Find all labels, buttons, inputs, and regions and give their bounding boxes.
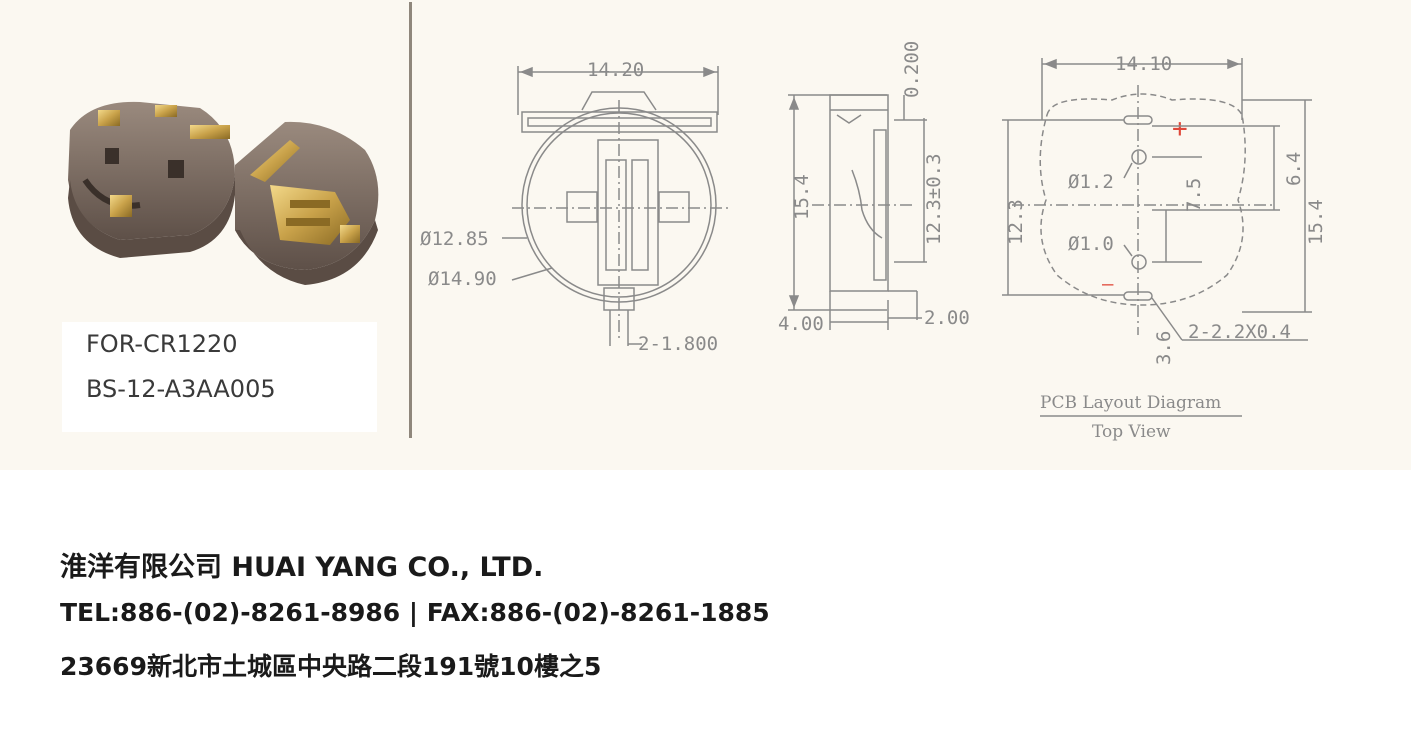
pcb-width-dim: 14.10 [1115,53,1172,75]
company-address: 23669新北市土城區中央路二段191號10樓之5 [60,652,602,681]
product-photo [68,101,379,285]
side-tab-dim: 2.00 [924,307,970,329]
side-thickness-dim: 0.200 [901,41,923,98]
company-name: 淮洋有限公司 HUAI YANG CO., LTD. [60,552,544,583]
side-height-dim: 15.4 [791,174,813,220]
front-view: 14.20 2-1.800 Ø12.85 Ø14.90 [420,59,732,355]
pcb-bottom-dim: 3.6 [1153,331,1175,365]
technical-drawing: 14.20 2-1.800 Ø12.85 Ø14.90 15.4 [420,41,1327,442]
pcb-7-5-dim: 7.5 [1183,178,1205,212]
side-view: 15.4 4.00 2.00 0.200 12.3±0.3 [778,41,970,335]
divider [409,2,412,438]
pcb-minus-sign: — [1102,273,1114,295]
front-pin-dim: 2-1.800 [638,333,718,355]
pcb-left-height-dim: 12.3 [1005,199,1027,245]
pcb-hole1-dim: Ø1.2 [1068,171,1114,193]
holder-bottom-view [68,101,235,258]
pcb-plus-sign: + [1172,114,1188,144]
pcb-layout: 14.10 + — Ø1.2 Ø1.0 12.3 7.5 6.4 15.4 3.… [1002,53,1327,442]
model-number: BS-12-A3AA005 [86,375,276,403]
product-label: FOR-CR1220 BS-12-A3AA005 [62,322,377,432]
company-contact: TEL:886-(02)-8261-8986 | FAX:886-(02)-82… [60,598,770,627]
side-contact-height-dim: 12.3±0.3 [923,153,945,245]
holder-top-view [235,121,379,285]
front-outer-dia: Ø14.90 [428,268,497,290]
front-inner-dia: Ø12.85 [420,228,489,250]
side-depth-dim: 4.00 [778,313,824,335]
pcb-6-4-dim: 6.4 [1283,152,1305,186]
pcb-slots-dim: 2-2.2X0.4 [1188,321,1291,343]
pcb-right-height-dim: 15.4 [1305,199,1327,245]
battery-type: FOR-CR1220 [86,330,238,358]
pcb-caption-title: PCB Layout Diagram [1040,393,1221,413]
pcb-caption-subtitle: Top View [1092,422,1171,442]
pcb-hole2-dim: Ø1.0 [1068,233,1114,255]
front-width-dim: 14.20 [587,59,644,81]
